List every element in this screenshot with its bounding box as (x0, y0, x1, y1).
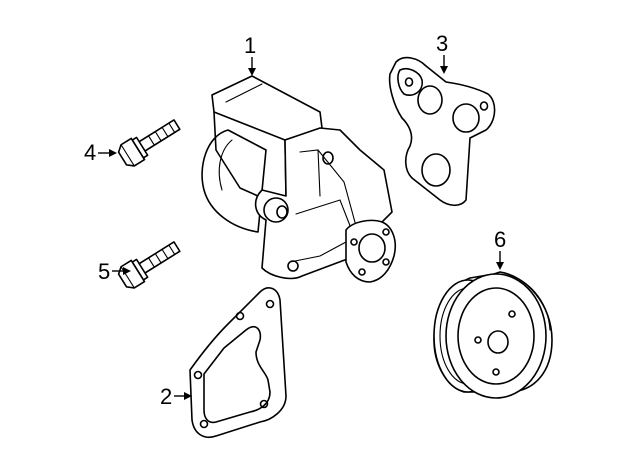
callout-number: 5 (98, 259, 110, 284)
pump-gasket-part[interactable] (189, 287, 287, 438)
callout-3: 3 (436, 31, 448, 74)
bolt-lower-part[interactable] (116, 236, 184, 291)
callout-number: 1 (244, 33, 256, 58)
callout-number: 6 (494, 227, 506, 252)
callout-5: 5 (98, 259, 131, 284)
pulley-part[interactable] (433, 271, 553, 399)
callout-number: 3 (436, 31, 448, 56)
callout-number: 2 (160, 384, 172, 409)
callout-number: 4 (84, 140, 96, 165)
callout-1: 1 (244, 33, 256, 76)
callout-4: 4 (84, 140, 117, 165)
water-pump-part[interactable] (201, 75, 397, 283)
bolt-upper-part[interactable] (116, 114, 184, 169)
callout-6: 6 (494, 227, 506, 270)
outlet-gasket-part[interactable] (388, 56, 496, 207)
callout-2: 2 (160, 384, 192, 409)
